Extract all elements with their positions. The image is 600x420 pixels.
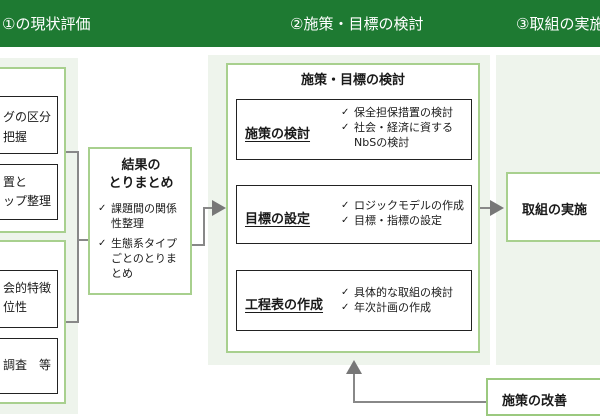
target-setting-bullets: ロジックモデルの作成 目標・指標の設定 bbox=[341, 198, 467, 228]
schedule-bullets: 具体的な取組の検討 年次計画の作成 bbox=[341, 285, 467, 315]
policy-target-title: 施策・目標の検討 bbox=[300, 73, 405, 88]
assessment-box-1-line2: 把握 bbox=[3, 130, 28, 144]
policy-study-title: 施策の検討 bbox=[245, 127, 311, 142]
assessment-box-2-line2: ップ整理 bbox=[3, 194, 52, 208]
improvement-box: 施策の改善 bbox=[486, 378, 600, 416]
step1-label: ①の現状評価 bbox=[2, 15, 91, 33]
target-setting-bullet: ロジックモデルの作成 bbox=[341, 198, 467, 213]
policy-study-box: 施策の検討 保全担保措置の検討 社会・経済に資するNbSの検討 bbox=[236, 99, 472, 160]
summary-box: 結果の とりまとめ 課題間の関係性整理 生態系タイプごとのとりまとめ bbox=[88, 147, 192, 295]
assessment-box-2-line1: 置と bbox=[3, 175, 28, 189]
assessment-box-4: 調査 等 bbox=[0, 338, 58, 394]
improvement-label: 施策の改善 bbox=[502, 394, 568, 409]
assessment-box-1-line1: グの区分 bbox=[3, 110, 52, 124]
target-setting-bullet: 目標・指標の設定 bbox=[341, 213, 467, 228]
assessment-box-4-line1: 調査 等 bbox=[3, 358, 52, 372]
schedule-box: 工程表の作成 具体的な取組の検討 年次計画の作成 bbox=[236, 270, 472, 331]
summary-title-line1: 結果の bbox=[121, 158, 161, 173]
assessment-box-2: 置と ップ整理 bbox=[0, 164, 58, 220]
policy-study-bullet: 社会・経済に資するNbSの検討 bbox=[341, 120, 467, 150]
step3-header: ③取組の実施 bbox=[492, 0, 600, 47]
assessment-box-3: 会的特徴 位性 bbox=[0, 270, 58, 328]
summary-bullet: 課題間の関係性整理 bbox=[98, 201, 184, 231]
policy-study-bullets: 保全担保措置の検討 社会・経済に資するNbSの検討 bbox=[341, 105, 467, 150]
step2-header: ②施策・目標の検討 bbox=[212, 0, 506, 47]
target-setting-box: 目標の設定 ロジックモデルの作成 目標・指標の設定 bbox=[236, 185, 472, 244]
target-setting-title: 目標の設定 bbox=[245, 212, 311, 227]
step2-label: ②施策・目標の検討 bbox=[290, 15, 424, 33]
step1-header: ①の現状評価 bbox=[0, 0, 230, 47]
step3-label: ③取組の実施 bbox=[516, 15, 600, 33]
schedule-title: 工程表の作成 bbox=[245, 298, 324, 313]
summary-title-line2: とりまとめ bbox=[108, 176, 174, 191]
assessment-box-1: グの区分 把握 bbox=[0, 96, 58, 154]
schedule-bullet: 具体的な取組の検討 bbox=[341, 285, 467, 300]
action-label: 取組の実施 bbox=[522, 203, 588, 218]
action-box: 取組の実施 bbox=[506, 172, 600, 242]
schedule-bullet: 年次計画の作成 bbox=[341, 300, 467, 315]
summary-bullets: 課題間の関係性整理 生態系タイプごとのとりまとめ bbox=[98, 201, 184, 281]
summary-bullet: 生態系タイプごとのとりまとめ bbox=[98, 236, 184, 281]
policy-study-bullet: 保全担保措置の検討 bbox=[341, 105, 467, 120]
assessment-box-3-line2: 位性 bbox=[3, 300, 28, 314]
assessment-box-3-line1: 会的特徴 bbox=[3, 281, 52, 295]
